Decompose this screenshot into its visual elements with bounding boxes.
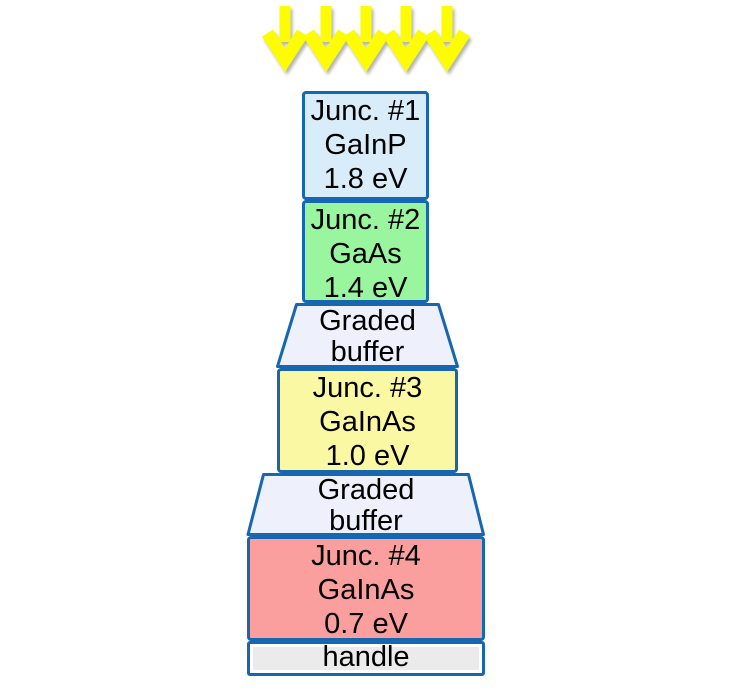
light-arrow-head xyxy=(424,29,470,72)
layer-handle: handle xyxy=(247,641,485,676)
handle-label: handle xyxy=(322,641,410,673)
layer-junction-3: Junc. #3 GaInAs 1.0 eV xyxy=(277,368,458,473)
junction-3-material: GaInAs xyxy=(319,406,416,438)
incident-light-arrows xyxy=(262,6,470,72)
junction-1-label: Junc. #1 xyxy=(310,95,421,127)
light-arrow-head xyxy=(303,29,349,72)
graded-buffer-2-trapezoid xyxy=(246,473,485,536)
junction-3-label: Junc. #3 xyxy=(312,372,423,404)
junction-3-bandgap: 1.0 eV xyxy=(325,440,410,472)
layer-graded-buffer-1-shape xyxy=(276,303,459,368)
junction-1-material: GaInP xyxy=(324,129,407,161)
junction-1-bandgap: 1.8 eV xyxy=(323,163,408,195)
light-arrow-head xyxy=(343,29,389,72)
junction-4-bandgap: 0.7 eV xyxy=(324,608,408,640)
light-arrow-head xyxy=(383,29,429,72)
layer-junction-1: Junc. #1 GaInP 1.8 eV xyxy=(302,91,429,200)
junction-2-bandgap: 1.4 eV xyxy=(323,272,408,303)
junction-4-label: Junc. #4 xyxy=(311,540,421,572)
layer-junction-2: Junc. #2 GaAs 1.4 eV xyxy=(302,200,429,303)
junction-2-material: GaAs xyxy=(329,238,402,270)
graded-buffer-1-trapezoid xyxy=(276,303,459,368)
light-arrow-head xyxy=(262,29,308,72)
layer-junction-4: Junc. #4 GaInAs 0.7 eV xyxy=(247,536,485,641)
layer-graded-buffer-2-shape xyxy=(246,473,485,536)
junction-4-material: GaInAs xyxy=(317,574,415,606)
junction-2-label: Junc. #2 xyxy=(310,204,421,236)
